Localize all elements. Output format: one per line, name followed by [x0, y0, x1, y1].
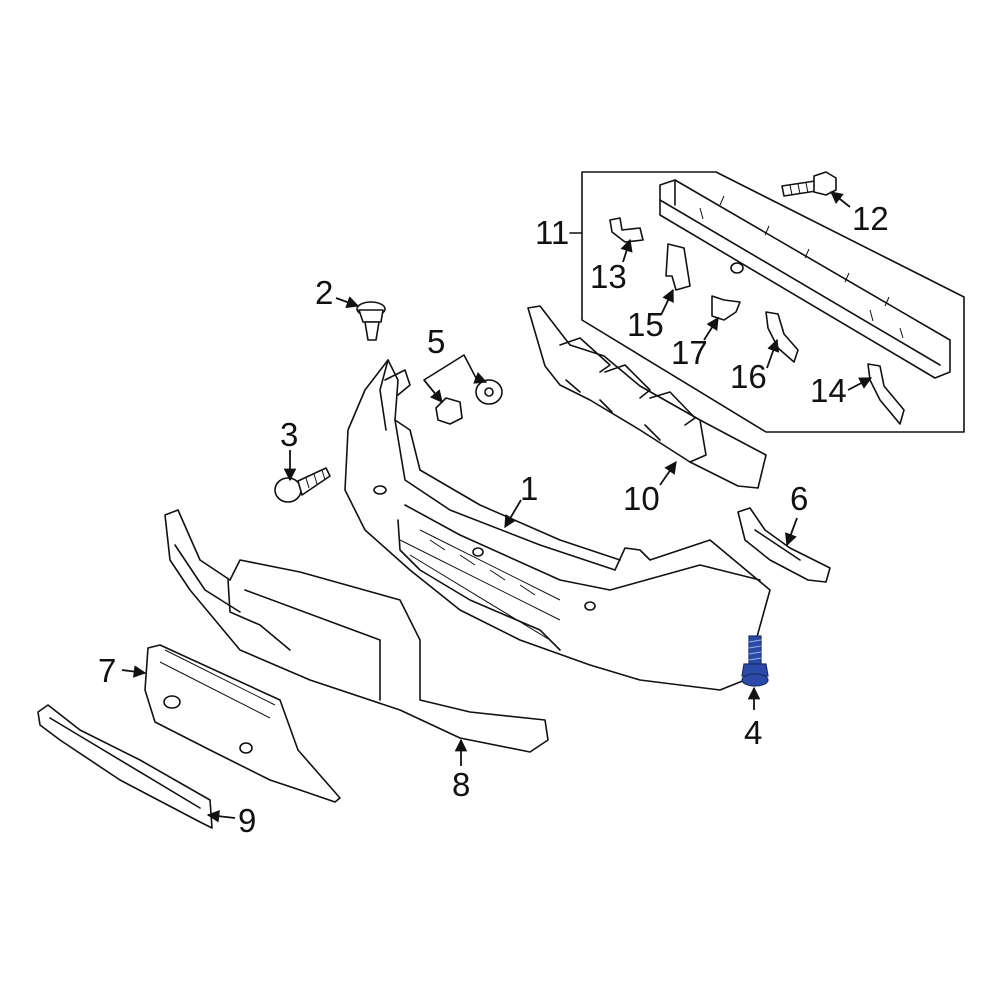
arrow-1 — [504, 499, 522, 529]
arrow-2 — [335, 296, 360, 309]
part-8-valance[interactable] — [164, 509, 549, 753]
leader-5 — [423, 354, 477, 381]
callout-13: 13 — [590, 258, 627, 295]
part-10-absorber[interactable] — [527, 305, 767, 489]
callout-11: 11 — [535, 214, 569, 251]
part-3-screw[interactable] — [274, 467, 331, 503]
part-1-bumper-cover[interactable] — [344, 359, 771, 691]
part-5-washer[interactable] — [475, 379, 503, 405]
arrow-12 — [830, 191, 851, 208]
part-16-bracket[interactable] — [765, 311, 799, 363]
arrow-14 — [847, 377, 873, 391]
callout-8: 8 — [452, 766, 470, 803]
callout-3: 3 — [280, 416, 298, 453]
part-5-nut[interactable] — [435, 397, 463, 425]
callout-1: 1 — [520, 470, 538, 507]
callout-2: 2 — [315, 274, 333, 311]
arrow-7 — [121, 665, 147, 678]
arrow-9 — [206, 809, 236, 823]
arrow-5b — [473, 371, 488, 384]
callout-9: 9 — [238, 802, 256, 839]
part-4-bolt[interactable] — [741, 635, 769, 687]
part-9-molding[interactable] — [37, 704, 213, 829]
part-6-bracket[interactable] — [737, 507, 831, 583]
callout-12: 12 — [852, 200, 889, 237]
arrow-6 — [785, 517, 798, 547]
part-17-bracket[interactable] — [711, 295, 741, 321]
part-12-bolt[interactable] — [781, 171, 837, 197]
reinforcement-inset-box — [581, 171, 965, 433]
part-13-bracket[interactable] — [609, 217, 644, 243]
arrow-10 — [659, 460, 677, 486]
arrow-13 — [620, 238, 633, 263]
callout-7: 7 — [98, 652, 116, 689]
arrow-15 — [660, 288, 674, 316]
callout-5: 5 — [427, 323, 445, 360]
part-14-bracket[interactable] — [867, 363, 905, 425]
arrow-5a — [423, 379, 443, 403]
callout-17: 17 — [671, 334, 708, 371]
reinforcement-beam[interactable] — [659, 179, 951, 379]
arrow-16 — [766, 338, 780, 369]
part-2-clip[interactable] — [356, 301, 386, 341]
callout-15: 15 — [627, 306, 664, 343]
part-7-insert[interactable] — [144, 644, 341, 803]
callout-6: 6 — [790, 480, 808, 517]
arrow-17 — [703, 316, 719, 341]
callout-16: 16 — [730, 358, 767, 395]
callout-4: 4 — [744, 714, 762, 751]
callout-14: 14 — [810, 372, 847, 409]
part-15-bracket[interactable] — [665, 243, 691, 291]
callout-10: 10 — [623, 480, 660, 517]
